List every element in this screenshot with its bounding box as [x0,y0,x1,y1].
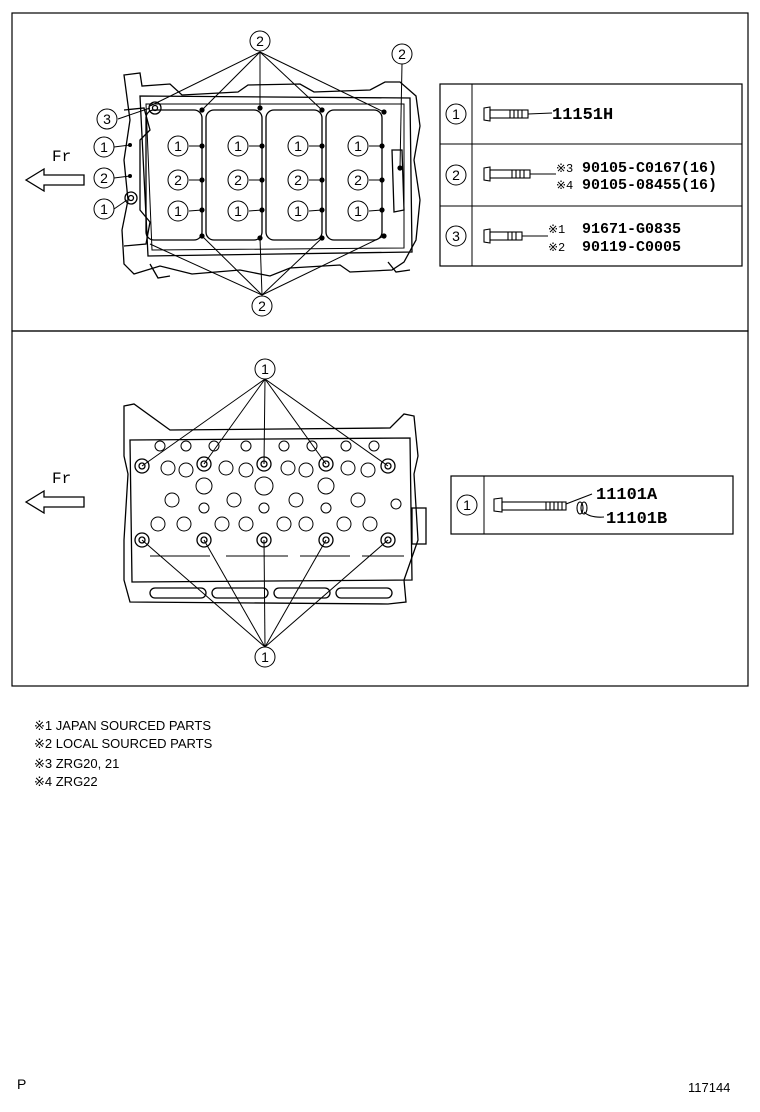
callout-1-bottom-top: 1 [254,358,276,380]
legend-row2-prefix-b: ※4 [556,179,573,193]
bottom-callouts: 1 1 [254,358,276,668]
callout-1-row3-c4: 1 [347,200,369,222]
callout-1-row3-c1: 1 [167,200,189,222]
top-front-indicator: Fr [24,148,85,193]
legend-row2-prefix-a: ※3 [556,162,573,176]
footer-page-letter: P [17,1076,27,1092]
svg-text:1: 1 [100,139,108,155]
callout-1-left-a: 1 [93,136,115,158]
legend-row3-prefix-a: ※1 [548,223,565,237]
callout-2-left: 2 [93,167,115,189]
callout-2-row2-c2: 2 [227,169,249,191]
bolt-icon-row2 [483,166,556,182]
callout-1-row1-c3: 1 [287,135,309,157]
bottom-legend-part-b: 11101B [606,510,667,529]
svg-text:1: 1 [354,138,362,154]
svg-text:1: 1 [100,201,108,217]
svg-text:2: 2 [174,172,182,188]
svg-text:2: 2 [294,172,302,188]
callout-2-top: 2 [249,30,271,52]
bottom-front-label: Fr [52,470,71,488]
svg-text:3: 3 [103,111,111,127]
footnote-2: ※2 LOCAL SOURCED PARTS [34,736,213,751]
cylinder-head-top-view [121,72,421,279]
callout-2-row2-c3: 2 [287,169,309,191]
svg-text:1: 1 [294,138,302,154]
svg-text:1: 1 [234,138,242,154]
footnote-3: ※3 ZRG20, 21 [34,756,120,771]
svg-text:2: 2 [256,33,264,49]
legend-row2-part-b: 90105-08455(16) [582,177,717,194]
cylinder-head-bottom-view [123,403,427,605]
top-leader-lines [113,51,403,296]
legend-row1-part: 11151H [552,106,613,125]
bottom-legend-num: 1 [463,497,471,513]
bottom-leader-lines [141,378,389,648]
svg-text:1: 1 [174,138,182,154]
svg-text:2: 2 [354,172,362,188]
legend-row1-num: 1 [452,106,460,122]
svg-text:1: 1 [294,203,302,219]
footer-figure-number: 117144 [688,1080,731,1095]
callout-1-left-b: 1 [93,198,115,220]
bolt-icon-row1 [483,106,553,122]
svg-text:2: 2 [234,172,242,188]
callout-3: 3 [96,108,118,130]
callout-1-row1-c2: 1 [227,135,249,157]
top-front-label: Fr [52,148,71,166]
top-callouts: 2 2 2 3 1 2 1 1 1 1 1 2 2 2 2 1 1 1 1 [93,30,413,317]
svg-text:2: 2 [398,46,406,62]
svg-text:1: 1 [174,203,182,219]
callout-1-row1-c4: 1 [347,135,369,157]
svg-text:2: 2 [100,170,108,186]
head-bolt-icon [493,493,593,513]
callout-1-row3-c2: 1 [227,200,249,222]
svg-text:1: 1 [261,361,269,377]
bottom-panel-frame [11,330,749,687]
svg-text:1: 1 [354,203,362,219]
callout-1-row1-c1: 1 [167,135,189,157]
legend-row2-part-a: 90105-C0167(16) [582,160,717,177]
footnote-1: ※1 JAPAN SOURCED PARTS [34,718,212,733]
bottom-legend-table: 1 11101A 11101B [450,475,734,535]
bottom-front-indicator: Fr [24,470,85,515]
footnotes: ※1 JAPAN SOURCED PARTS ※2 LOCAL SOURCED … [34,717,212,791]
callout-2-bottom: 2 [251,295,273,317]
callout-2-right: 2 [391,43,413,65]
callout-2-row2-c4: 2 [347,169,369,191]
bolt-icon-row3 [483,228,548,244]
legend-row3-num: 3 [452,228,460,244]
legend-row3-prefix-b: ※2 [548,241,565,255]
svg-text:1: 1 [234,203,242,219]
footnote-4: ※4 ZRG22 [34,774,98,789]
legend-row3-part-a: 91671-G0835 [582,221,681,238]
svg-text:2: 2 [258,298,266,314]
washer-icon [576,501,605,518]
callout-1-bottom-bottom: 1 [254,646,276,668]
bottom-front-arrow-icon [24,489,85,515]
legend-row2-num: 2 [452,167,460,183]
callout-1-row3-c3: 1 [287,200,309,222]
top-legend-table: 1 2 3 11151H ※3 90105-C0167(16) ※4 90105… [439,83,743,267]
svg-text:1: 1 [261,649,269,665]
top-front-arrow-icon [24,167,85,193]
callout-2-row2-c1: 2 [167,169,189,191]
legend-row3-part-b: 90119-C0005 [582,239,681,256]
bottom-legend-part-a: 11101A [596,486,658,505]
